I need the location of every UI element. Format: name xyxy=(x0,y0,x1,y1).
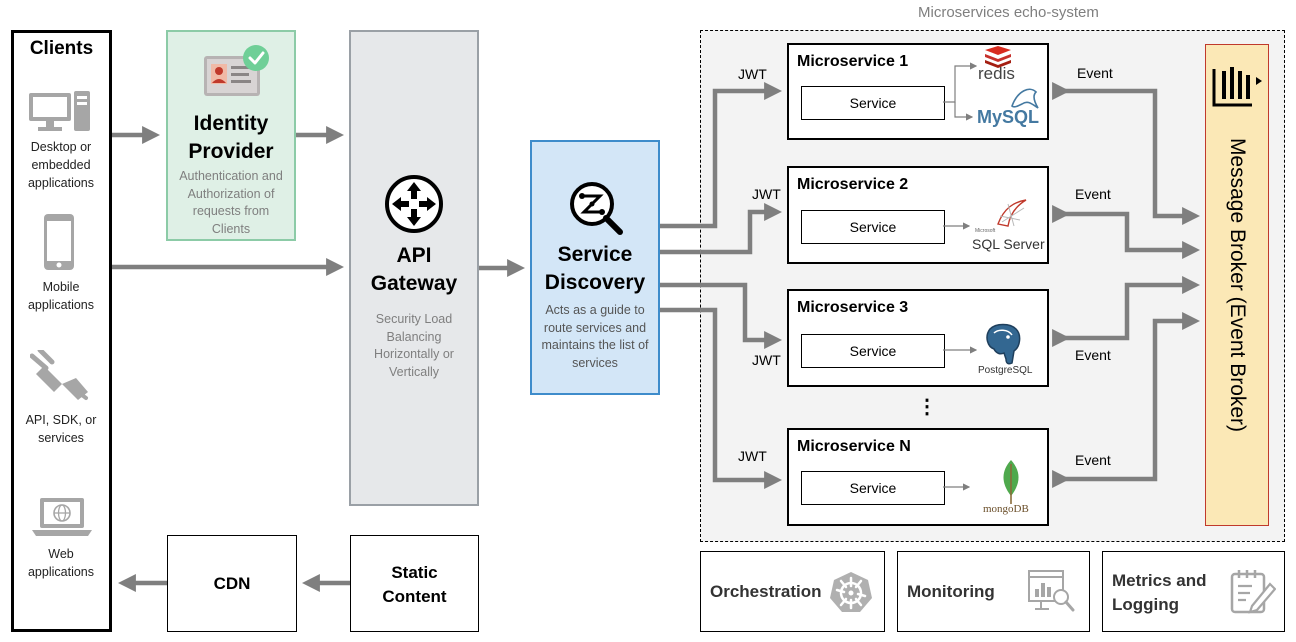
client-desktop-label: Desktop or embedded applications xyxy=(27,140,94,190)
api-gateway-desc: Security Load Balancing Horizontally or … xyxy=(374,312,454,379)
microservice-2-service: Service xyxy=(801,210,945,244)
jwt-label-2: JWT xyxy=(752,186,781,202)
api-gateway-box xyxy=(349,30,479,506)
cdn-box: CDN xyxy=(167,535,297,632)
mongodb-label: mongoDB xyxy=(983,503,1029,515)
postgresql-elephant-icon xyxy=(986,323,1021,365)
sql-server-icon xyxy=(997,199,1027,227)
laptop-icon xyxy=(32,498,92,536)
api-gateway-title: API Gateway xyxy=(370,244,458,295)
identity-provider-title: Identity Provider xyxy=(188,112,274,163)
mysql-label: MySQL xyxy=(977,107,1040,127)
microservice-n-service: Service xyxy=(801,471,945,505)
event-label-1: Event xyxy=(1077,65,1113,81)
mysql-dolphin-icon xyxy=(1011,88,1039,109)
event-stream-icon xyxy=(1212,67,1262,107)
ecosystem-title: Microservices echo-system xyxy=(918,4,1099,21)
arrow-discovery-to-ms3 xyxy=(660,282,783,349)
id-card-icon xyxy=(204,45,269,96)
identity-provider-box xyxy=(166,30,296,241)
arrow-event-msn xyxy=(1052,312,1201,488)
arrow-discovery-to-ms1 xyxy=(660,82,783,229)
router-icon xyxy=(385,175,443,233)
jwt-label-3: JWT xyxy=(752,352,781,368)
orchestration-label: Orchestration xyxy=(710,582,822,601)
microservice-1-title: Microservice 1 xyxy=(797,53,909,70)
arrow-event-ms3 xyxy=(1052,276,1201,347)
client-web-label: Web applications xyxy=(27,547,94,579)
jwt-label-n: JWT xyxy=(738,448,767,464)
jwt-label-1: JWT xyxy=(738,66,767,82)
client-api-label: API, SDK, or services xyxy=(25,413,97,445)
monitoring-icon xyxy=(1028,570,1075,612)
redis-icon xyxy=(985,46,1011,68)
identity-provider-desc: Authentication and Authorization of requ… xyxy=(179,169,283,236)
redis-label: redis xyxy=(978,64,1015,83)
arrow-event-ms2 xyxy=(1052,205,1201,259)
client-mobile-label: Mobile applications xyxy=(27,280,94,312)
ellipsis: ⋮ xyxy=(917,396,937,418)
microservice-3-title: Microservice 3 xyxy=(797,299,909,316)
postgresql-label: PostgreSQL xyxy=(978,365,1033,376)
desktop-icon xyxy=(29,91,90,131)
arrow-discovery-to-msn xyxy=(660,307,783,489)
message-broker-box xyxy=(1205,44,1269,526)
arrow-event-ms1 xyxy=(1052,82,1201,225)
monitoring-label: Monitoring xyxy=(907,582,995,601)
plug-icon xyxy=(30,350,88,400)
arrow-discovery-to-ms2 xyxy=(660,203,783,255)
sql-server-label: SQL Server xyxy=(972,236,1045,252)
kubernetes-icon xyxy=(830,572,872,612)
arrow-service-to-redis xyxy=(943,62,978,103)
static-content-box: Static Content xyxy=(350,535,479,632)
microservice-2-title: Microservice 2 xyxy=(797,176,909,193)
microservice-n-title: Microservice N xyxy=(797,438,911,455)
cdn-label: CDN xyxy=(213,573,251,593)
service-discovery-desc: Acts as a guide to route services and ma… xyxy=(541,303,649,370)
service-discovery-title: Service Discovery xyxy=(544,243,646,294)
clients-title: Clients xyxy=(29,38,94,59)
mongodb-leaf-icon xyxy=(1003,460,1019,504)
sql-server-small-label: Microsoft xyxy=(975,228,996,234)
arrow-service-to-mysql xyxy=(954,102,974,121)
mobile-icon xyxy=(44,214,74,270)
metrics-logging-label: Metrics and Logging xyxy=(1112,571,1207,614)
microservice-3-service: Service xyxy=(801,334,945,368)
microservice-1-service: Service xyxy=(801,86,945,120)
discovery-search-icon xyxy=(570,182,623,235)
logging-icon xyxy=(1230,570,1276,614)
metrics-logging-box xyxy=(1102,551,1285,632)
